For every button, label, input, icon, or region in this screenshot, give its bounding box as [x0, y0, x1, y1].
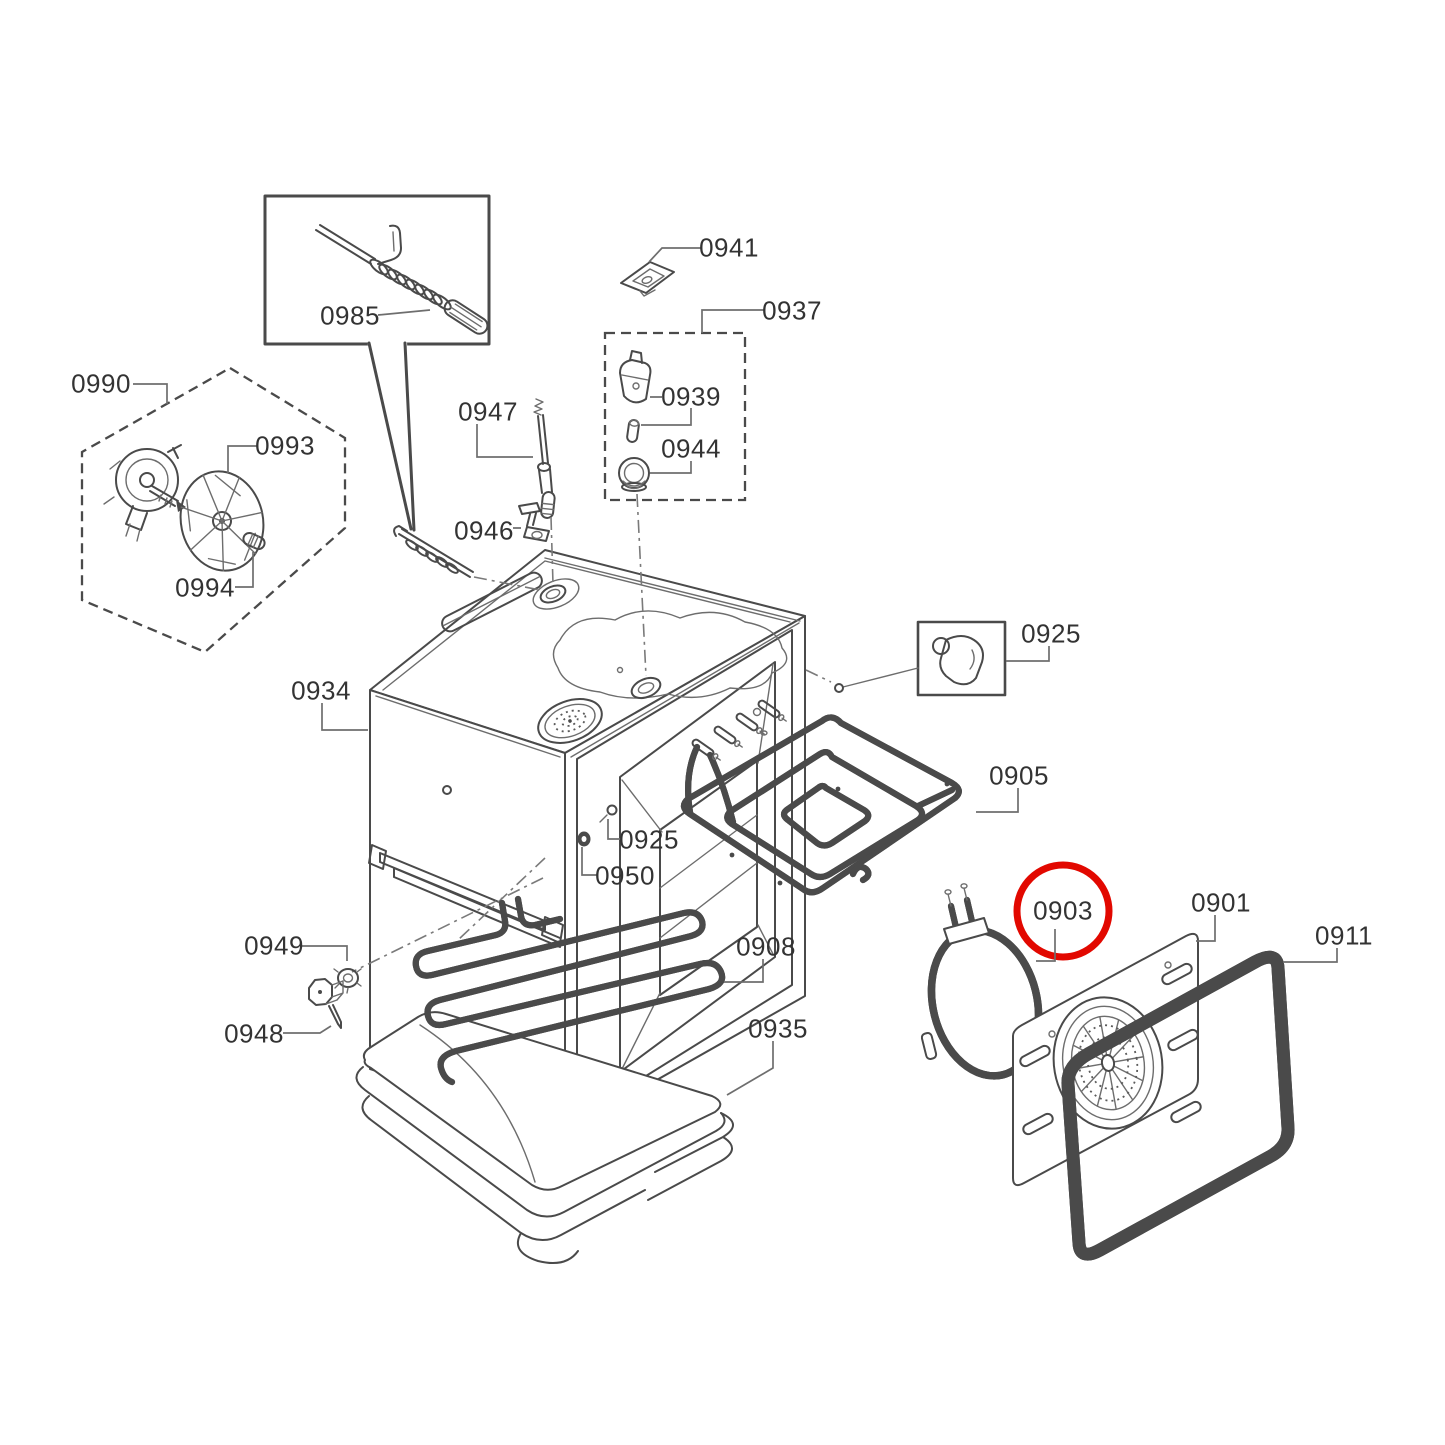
part-label-0937: 0937: [762, 295, 822, 326]
part-label-0947: 0947: [458, 396, 518, 427]
door-gasket-drawing: [1068, 957, 1288, 1254]
part-label-0993: 0993: [255, 430, 315, 461]
lamp-callout-box: [834, 620, 1007, 697]
fastener-clip-drawing: [242, 531, 266, 551]
back-panel-drawing: [1012, 932, 1202, 1187]
part-label-0925-lamp: 0925: [1021, 618, 1081, 649]
vent-grille: [537, 698, 603, 744]
part-label-0905: 0905: [989, 760, 1049, 791]
part-label-0985: 0985: [320, 300, 380, 331]
insulation-blanket-drawing: [355, 1011, 734, 1264]
fan-impeller-drawing: [179, 470, 265, 572]
highlight-circle-0903: [1013, 861, 1113, 961]
inset-callout-0985: [263, 194, 491, 578]
part-label-0911: 0911: [1315, 920, 1373, 951]
alignment-centerlines: [351, 493, 832, 973]
part-label-0941: 0941: [699, 232, 759, 263]
part-label-0944: 0944: [661, 433, 721, 464]
part-label-0925-screw: 0925: [619, 824, 679, 855]
label-leader-lines: [133, 247, 1338, 1096]
screw-0925-drawing: [606, 804, 618, 816]
top-trim-strip: [441, 571, 543, 633]
nut-drawing: [333, 968, 362, 994]
panel-slots: [1019, 962, 1202, 1136]
ring-heating-element-drawing: [917, 883, 1054, 1088]
bottom-heating-element-drawing: [416, 895, 722, 1086]
small-motor-drawing: [308, 978, 344, 1029]
element-lead-drawing: [315, 224, 489, 335]
part-label-0908: 0908: [736, 931, 796, 962]
part-label-0994: 0994: [175, 572, 235, 603]
fan-motor-drawing: [103, 444, 186, 542]
part-label-0939: 0939: [661, 381, 721, 412]
part-label-0903-highlighted: 0903: [1033, 895, 1093, 926]
part-label-0950: 0950: [595, 860, 655, 891]
part-label-0934: 0934: [291, 675, 351, 706]
part-label-0949: 0949: [244, 930, 304, 961]
grill-heating-element-drawing: [684, 699, 959, 892]
fan-assembly-hexagon: [80, 366, 347, 654]
part-label-0948: 0948: [224, 1018, 284, 1049]
probe-bracket-drawing: [518, 502, 550, 542]
element-terminal-pins: [691, 699, 787, 761]
lamp-pin-drawing: [626, 419, 640, 443]
fan-grille-drawing: [1052, 996, 1164, 1130]
bracket-plate-drawing: [620, 261, 675, 297]
part-label-0946: 0946: [454, 515, 514, 546]
lamp-assembly-box: [603, 331, 747, 502]
part-label-0935: 0935: [748, 1013, 808, 1044]
element-in-situ-drawing: [393, 525, 474, 578]
part-label-0990: 0990: [71, 368, 131, 399]
part-label-0901: 0901: [1191, 887, 1251, 918]
temperature-probe-drawing: [533, 398, 556, 519]
lamp-glass-cover-drawing: [618, 457, 650, 492]
lamp-socket-drawing: [619, 350, 652, 404]
